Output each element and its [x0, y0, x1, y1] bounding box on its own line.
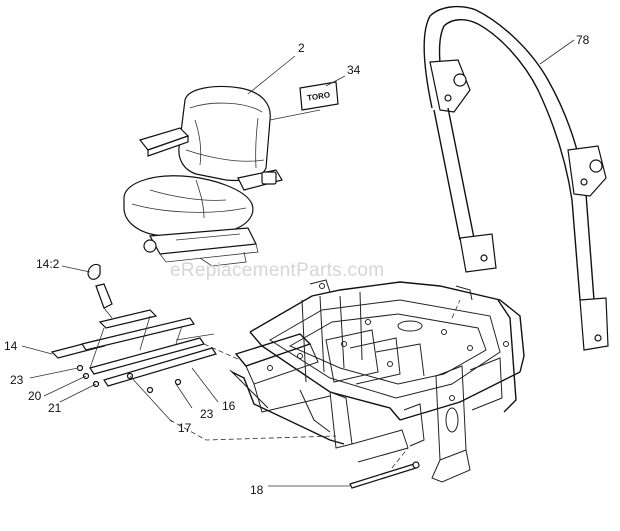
seat-mount-plate — [50, 263, 217, 394]
rod — [349, 461, 420, 489]
callout-17: 17 — [178, 421, 192, 435]
leader-lines — [21, 39, 575, 487]
callout-23-left: 23 — [10, 373, 24, 387]
watermark: eReplacementParts.com — [170, 260, 384, 281]
callout-21: 21 — [48, 401, 62, 415]
callout-16: 16 — [222, 399, 236, 413]
decal: TORO — [299, 81, 339, 111]
decal-text: TORO — [307, 90, 331, 102]
callout-14-2: 14:2 — [36, 257, 60, 271]
callout-2: 2 — [298, 41, 305, 55]
callout-23-right: 23 — [200, 407, 214, 421]
roll-bar — [423, 5, 609, 351]
callout-78: 78 — [576, 33, 590, 47]
callout-34: 34 — [347, 63, 361, 77]
callout-18: 18 — [250, 483, 264, 497]
main-frame — [229, 279, 525, 483]
seat-assembly — [123, 85, 283, 267]
callout-labels: 2 34 78 14:2 14 23 20 21 17 23 16 18 — [4, 33, 590, 497]
callout-20: 20 — [28, 389, 42, 403]
callout-14: 14 — [4, 339, 18, 353]
